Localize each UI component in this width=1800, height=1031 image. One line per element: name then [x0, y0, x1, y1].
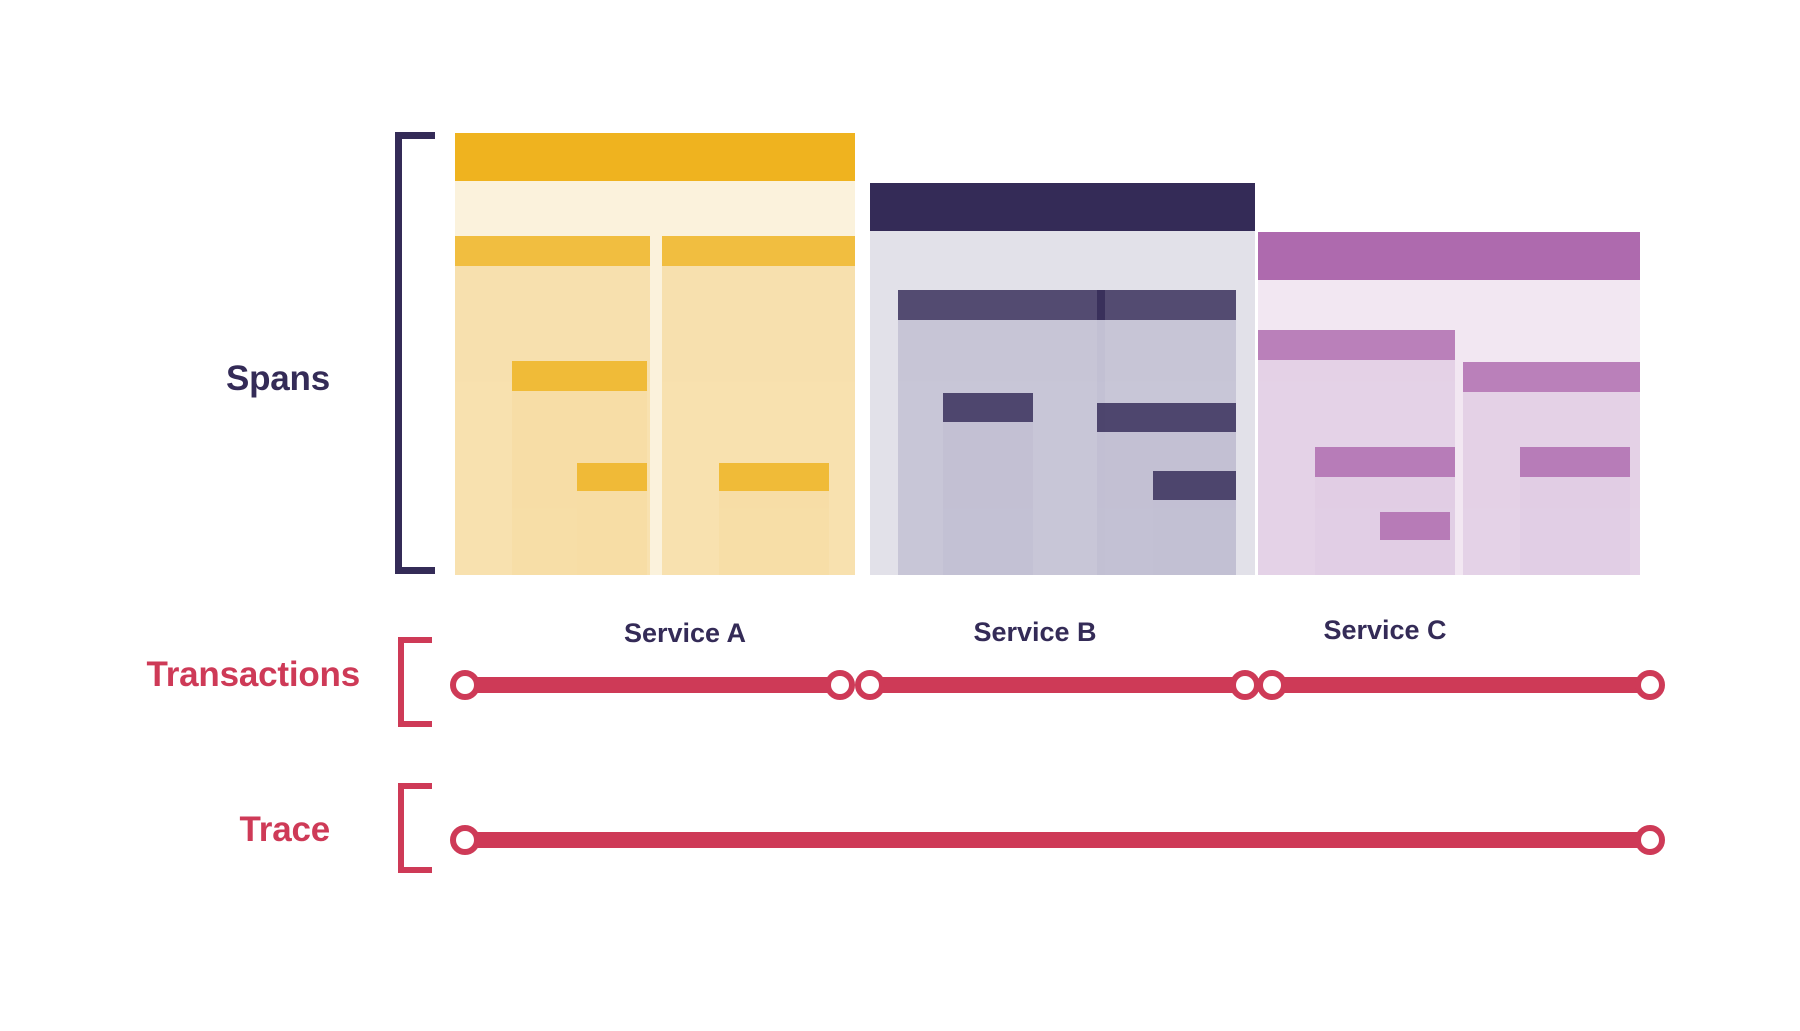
- service-caption-2: Service B: [973, 617, 1097, 647]
- span-header-bar: [577, 463, 647, 491]
- span-header-bar: [943, 393, 1033, 422]
- span-box: [1380, 512, 1450, 575]
- span-header-bar: [1463, 362, 1640, 392]
- bracket-spans: [395, 132, 435, 574]
- span-header-bar: [1097, 403, 1236, 432]
- span-header-bar: [1315, 447, 1455, 477]
- row-label-spans: Spans: [225, 359, 330, 398]
- transaction-endpoint-marker[interactable]: [1230, 670, 1260, 700]
- transaction-service-b[interactable]: [870, 677, 1245, 693]
- trace-endpoint-marker[interactable]: [1635, 825, 1665, 855]
- span-box: [1153, 471, 1236, 575]
- transaction-endpoint-marker[interactable]: [825, 670, 855, 700]
- span-header-bar: [1153, 471, 1236, 500]
- span-header-bar: [1520, 447, 1630, 477]
- span-header-bar: [898, 290, 1105, 320]
- span-header-bar: [662, 236, 855, 266]
- service-root-span-bar: [870, 183, 1255, 231]
- span-header-bar: [1258, 330, 1455, 360]
- trace-endpoint-marker[interactable]: [450, 825, 480, 855]
- span-header-bar: [719, 463, 829, 491]
- bracket-transactions: [398, 637, 432, 727]
- span-box: [1520, 447, 1630, 575]
- span-header-bar: [1097, 290, 1236, 320]
- service-caption-3: Service C: [1323, 615, 1447, 645]
- span-service-group-1: [455, 133, 855, 575]
- transaction-endpoint-marker[interactable]: [1635, 670, 1665, 700]
- service-root-span-bar: [455, 133, 855, 181]
- span-header-bar: [1380, 512, 1450, 540]
- transaction-endpoint-marker[interactable]: [1257, 670, 1287, 700]
- span-service-group-3: [1258, 232, 1640, 575]
- span-header-bar: [455, 236, 650, 266]
- span-header-bar: [512, 361, 647, 391]
- span-box: [719, 463, 829, 575]
- transaction-service-c[interactable]: [1272, 677, 1650, 693]
- service-caption-1: Service A: [623, 618, 747, 648]
- span-box: [943, 393, 1033, 575]
- transaction-endpoint-marker[interactable]: [450, 670, 480, 700]
- transaction-service-a[interactable]: [465, 677, 840, 693]
- bracket-trace: [398, 783, 432, 873]
- service-root-span-bar: [1258, 232, 1640, 280]
- span-box: [577, 463, 647, 575]
- transaction-endpoint-marker[interactable]: [855, 670, 885, 700]
- row-label-trace: Trace: [239, 810, 331, 849]
- trace-span[interactable]: [465, 832, 1650, 848]
- row-label-transactions: Transactions: [146, 655, 360, 694]
- span-service-group-2: [870, 183, 1255, 575]
